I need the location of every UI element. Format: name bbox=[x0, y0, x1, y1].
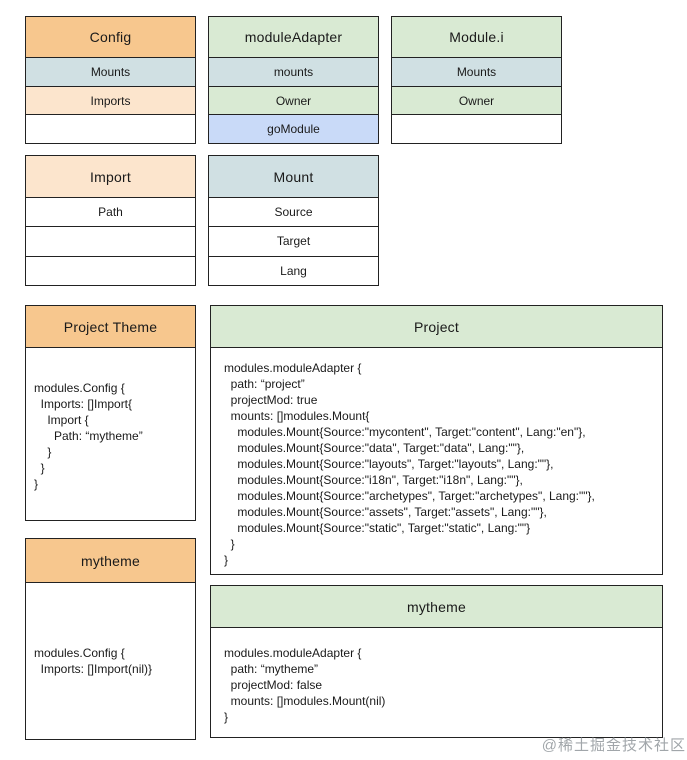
struct-title-module-i: Module.i bbox=[392, 17, 561, 58]
struct-row-lang: Lang bbox=[209, 256, 378, 285]
struct-title-config: Config bbox=[26, 17, 195, 58]
struct-row-mounts: mounts bbox=[209, 58, 378, 87]
code-text-mytheme-adapter: modules.moduleAdapter { path: “mytheme” … bbox=[224, 646, 386, 724]
code-box-project-theme: Project Theme modules.Config { Imports: … bbox=[25, 305, 196, 521]
struct-row-mounts: Mounts bbox=[26, 58, 195, 87]
struct-row-source: Source bbox=[209, 198, 378, 228]
struct-row-owner: Owner bbox=[209, 86, 378, 116]
struct-row-gomodule: goModule bbox=[209, 115, 378, 144]
watermark: @稀土掘金技术社区 bbox=[541, 737, 686, 754]
struct-row-empty bbox=[392, 115, 561, 144]
struct-row-empty bbox=[26, 256, 195, 285]
struct-title-import: Import bbox=[26, 156, 195, 198]
code-box-project: Project modules.moduleAdapter { path: “p… bbox=[210, 305, 663, 575]
code-text-mytheme-config: modules.Config { Imports: []Import(nil)} bbox=[34, 646, 153, 676]
struct-box-module-adapter: moduleAdapter mounts Owner goModule bbox=[208, 16, 379, 144]
struct-box-config: Config Mounts Imports bbox=[25, 16, 196, 144]
struct-row-owner: Owner bbox=[392, 86, 561, 116]
struct-row-imports: Imports bbox=[26, 86, 195, 116]
struct-box-module-i: Module.i Mounts Owner bbox=[391, 16, 562, 144]
code-text-project-theme: modules.Config { Imports: []Import{ Impo… bbox=[34, 381, 143, 491]
struct-title-module-adapter: moduleAdapter bbox=[209, 17, 378, 58]
struct-title-mount: Mount bbox=[209, 156, 378, 198]
code-box-title-mytheme-adapter: mytheme bbox=[211, 586, 662, 628]
struct-row-empty bbox=[26, 227, 195, 257]
struct-row-mounts: Mounts bbox=[392, 58, 561, 87]
code-box-title-mytheme-config: mytheme bbox=[26, 539, 195, 583]
struct-row-empty bbox=[26, 115, 195, 144]
code-text-project: modules.moduleAdapter { path: “project” … bbox=[224, 361, 595, 567]
struct-row-target: Target bbox=[209, 227, 378, 257]
code-box-mytheme-config: mytheme modules.Config { Imports: []Impo… bbox=[25, 538, 196, 740]
struct-row-path: Path bbox=[26, 198, 195, 228]
struct-box-mount: Mount Source Target Lang bbox=[208, 155, 379, 286]
code-box-title-project: Project bbox=[211, 306, 662, 348]
code-box-title-project-theme: Project Theme bbox=[26, 306, 195, 348]
struct-box-import: Import Path bbox=[25, 155, 196, 286]
code-box-mytheme-adapter: mytheme modules.moduleAdapter { path: “m… bbox=[210, 585, 663, 738]
